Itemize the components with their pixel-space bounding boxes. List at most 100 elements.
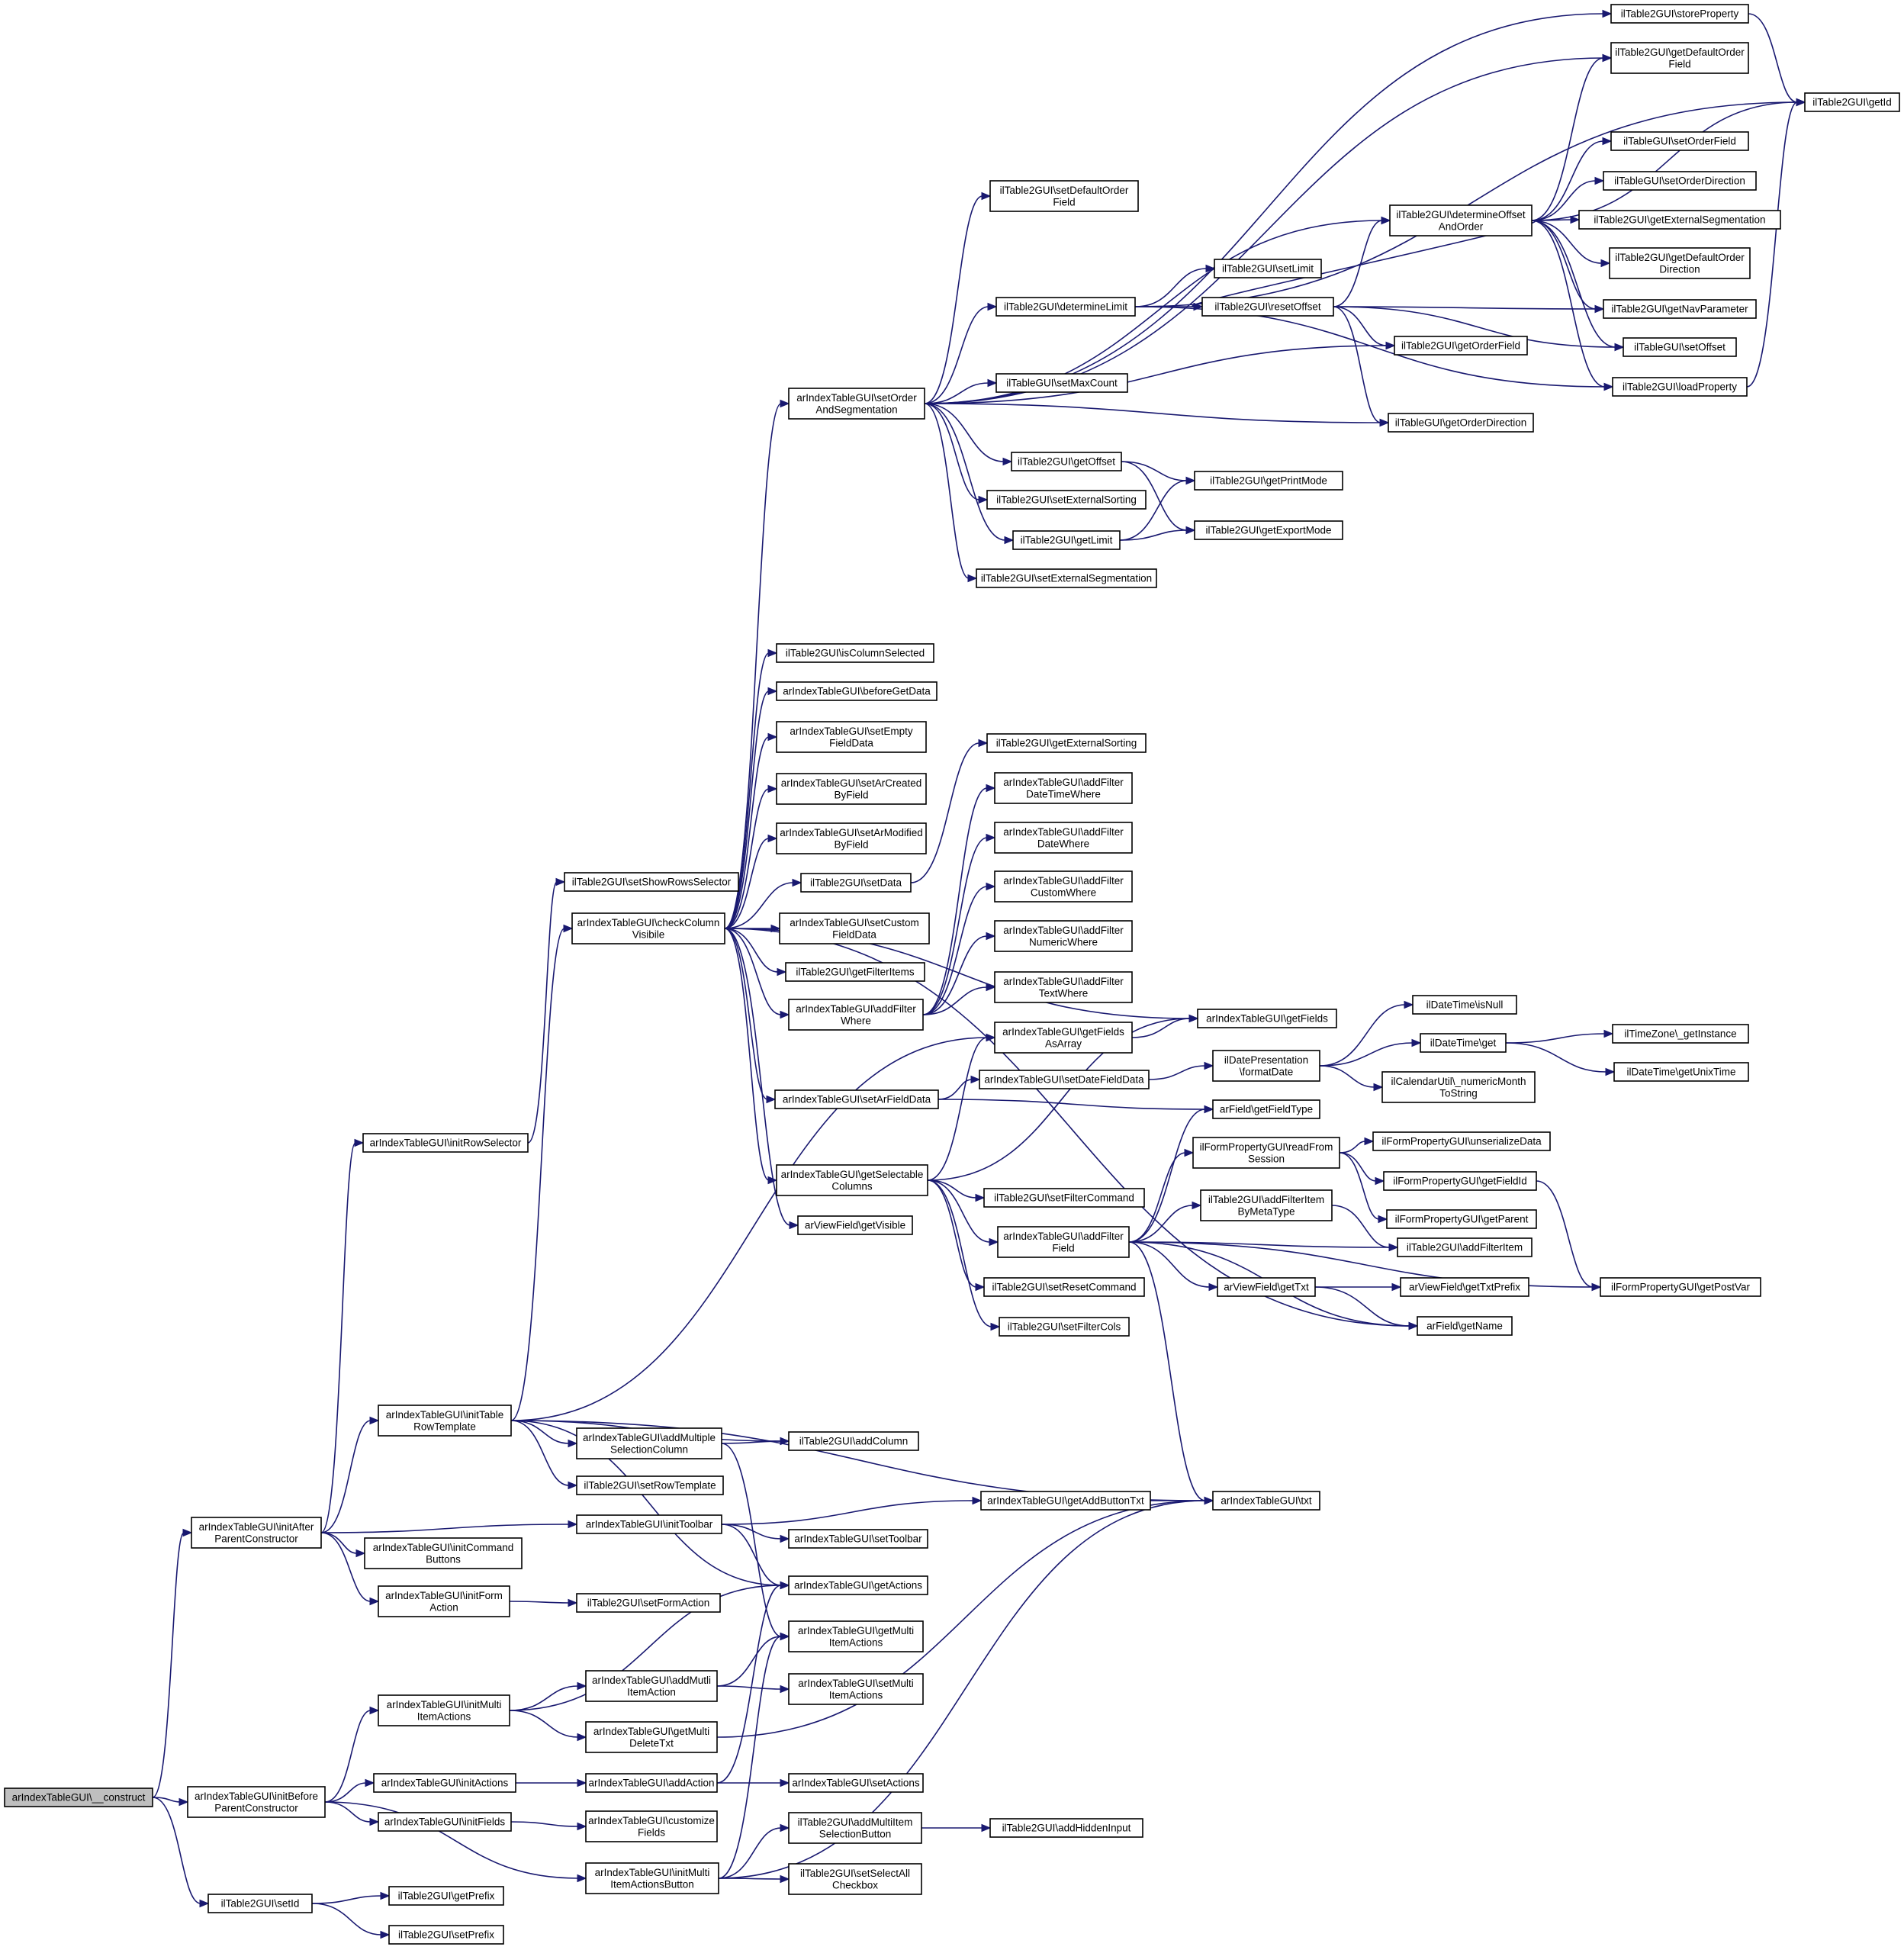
node-setOrderField[interactable]: ilTableGUI\setOrderField <box>1610 131 1749 151</box>
node-getPrintMode[interactable]: ilTable2GUI\getPrintMode <box>1194 471 1343 491</box>
node-isNull[interactable]: ilDateTime\isNull <box>1412 995 1517 1015</box>
node-getTxtPrefix[interactable]: arViewField\getTxtPrefix <box>1400 1277 1529 1297</box>
node-initFields[interactable]: arIndexTableGUI\initFields <box>378 1812 512 1832</box>
node-getOffset[interactable]: ilTable2GUI\getOffset <box>1011 452 1122 471</box>
node-getUnixTime[interactable]: ilDateTime\getUnixTime <box>1613 1062 1749 1082</box>
node-setId[interactable]: ilTable2GUI\setId <box>207 1894 313 1913</box>
node-setMaxCount[interactable]: ilTableGUI\setMaxCount <box>995 373 1128 393</box>
node-addFilterItem[interactable]: ilTable2GUI\addFilterItem <box>1397 1237 1533 1257</box>
node-setRowTemplate[interactable]: ilTable2GUI\setRowTemplate <box>576 1475 724 1495</box>
node-getFilterItems[interactable]: ilTable2GUI\getFilterItems <box>785 962 925 982</box>
node-initMultiItemActionsButton[interactable]: arIndexTableGUI\initMultiItemActionsButt… <box>585 1862 719 1894</box>
node-setExternalSegmentation[interactable]: ilTable2GUI\setExternalSegmentation <box>976 568 1157 588</box>
node-isColumnSelected[interactable]: ilTable2GUI\isColumnSelected <box>776 643 934 663</box>
node-getNavParameter[interactable]: ilTable2GUI\getNavParameter <box>1603 299 1757 319</box>
node-getTxt[interactable]: arViewField\getTxt <box>1217 1277 1316 1297</box>
node-initBefore[interactable]: arIndexTableGUI\initBeforeParentConstruc… <box>187 1786 326 1818</box>
node-getOrderField[interactable]: ilTable2GUI\getOrderField <box>1394 336 1528 356</box>
node-txt[interactable]: arIndexTableGUI\txt <box>1212 1491 1320 1511</box>
node-initAfter[interactable]: arIndexTableGUI\initAfterParentConstruct… <box>191 1517 322 1549</box>
node-setActions[interactable]: arIndexTableGUI\setActions <box>788 1773 924 1793</box>
node-getLimit[interactable]: ilTable2GUI\getLimit <box>1012 530 1121 550</box>
node-addMultipleSelectionColumn[interactable]: arIndexTableGUI\addMultipleSelectionColu… <box>576 1427 722 1459</box>
node-setOrderDirection[interactable]: ilTableGUI\setOrderDirection <box>1603 171 1757 191</box>
node-setExternalSorting[interactable]: ilTable2GUI\setExternalSorting <box>986 490 1147 510</box>
node-beforeGetData[interactable]: arIndexTableGUI\beforeGetData <box>776 681 938 701</box>
node-getFields[interactable]: arIndexTableGUI\getFields <box>1197 1009 1337 1028</box>
node-setFilterCols[interactable]: ilTable2GUI\setFilterCols <box>999 1317 1130 1337</box>
node-setData[interactable]: ilTable2GUI\setData <box>800 873 912 893</box>
node-setPrefix[interactable]: ilTable2GUI\setPrefix <box>388 1925 504 1945</box>
node-getExternalSegmentation[interactable]: ilTable2GUI\getExternalSegmentation <box>1578 210 1781 230</box>
node-getPrefix[interactable]: ilTable2GUI\getPrefix <box>388 1886 504 1906</box>
node-addHiddenInput[interactable]: ilTable2GUI\addHiddenInput <box>989 1818 1143 1838</box>
node-getFieldId[interactable]: ilFormPropertyGUI\getFieldId <box>1383 1171 1537 1191</box>
node-addColumn[interactable]: ilTable2GUI\addColumn <box>788 1431 919 1451</box>
node-getVisible[interactable]: arViewField\getVisible <box>797 1215 913 1235</box>
node-setOffset[interactable]: ilTableGUI\setOffset <box>1623 337 1737 357</box>
node-getId[interactable]: ilTable2GUI\getId <box>1804 92 1900 112</box>
node-initRowSelector[interactable]: arIndexTableGUI\initRowSelector <box>362 1133 529 1153</box>
node-getAddButtonTxt[interactable]: arIndexTableGUI\getAddButtonTxt <box>980 1491 1151 1511</box>
node-getPostVar[interactable]: ilFormPropertyGUI\getPostVar <box>1600 1277 1761 1297</box>
node-formatDate[interactable]: ilDatePresentation\formatDate <box>1212 1050 1320 1082</box>
node-getOrderDirection[interactable]: ilTableGUI\getOrderDirection <box>1388 413 1534 433</box>
node-getExternalSorting[interactable]: ilTable2GUI\getExternalSorting <box>986 733 1147 753</box>
node-setShowRowsSelector[interactable]: ilTable2GUI\setShowRowsSelector <box>564 872 739 892</box>
node-storeProperty[interactable]: ilTable2GUI\storeProperty <box>1610 4 1749 24</box>
node-setFilterCommand[interactable]: ilTable2GUI\setFilterCommand <box>983 1188 1145 1208</box>
node-setResetCommand[interactable]: ilTable2GUI\setResetCommand <box>983 1277 1145 1297</box>
node-get[interactable]: ilDateTime\get <box>1420 1033 1507 1053</box>
node-initToolbar[interactable]: arIndexTableGUI\initToolbar <box>576 1514 722 1534</box>
node-getName[interactable]: arField\getName <box>1417 1316 1513 1336</box>
node-getFieldType[interactable]: arField\getFieldType <box>1212 1099 1320 1119</box>
node-getParent[interactable]: ilFormPropertyGUI\getParent <box>1386 1209 1537 1229</box>
node-setArFieldData[interactable]: arIndexTableGUI\setArFieldData <box>774 1089 939 1109</box>
node-setDateFieldData[interactable]: arIndexTableGUI\setDateFieldData <box>979 1070 1150 1089</box>
node-loadProperty[interactable]: ilTable2GUI\loadProperty <box>1612 377 1748 397</box>
node-setFormAction[interactable]: ilTable2GUI\setFormAction <box>576 1593 721 1613</box>
node-construct[interactable]: arIndexTableGUI\__construct <box>4 1788 153 1807</box>
node-determineLimit[interactable]: ilTable2GUI\determineLimit <box>995 297 1136 317</box>
node-setLimit[interactable]: ilTable2GUI\setLimit <box>1214 259 1322 278</box>
node-resetOffset[interactable]: ilTable2GUI\resetOffset <box>1201 297 1334 317</box>
node-getInstance[interactable]: ilTimeZone\_getInstance <box>1612 1024 1749 1044</box>
node-getActions[interactable]: arIndexTableGUI\getActions <box>788 1575 928 1595</box>
node-unserializeData[interactable]: ilFormPropertyGUI\unserializeData <box>1372 1131 1551 1151</box>
node-initActions[interactable]: arIndexTableGUI\initActions <box>373 1773 516 1793</box>
node-addAction[interactable]: arIndexTableGUI\addAction <box>585 1773 718 1793</box>
